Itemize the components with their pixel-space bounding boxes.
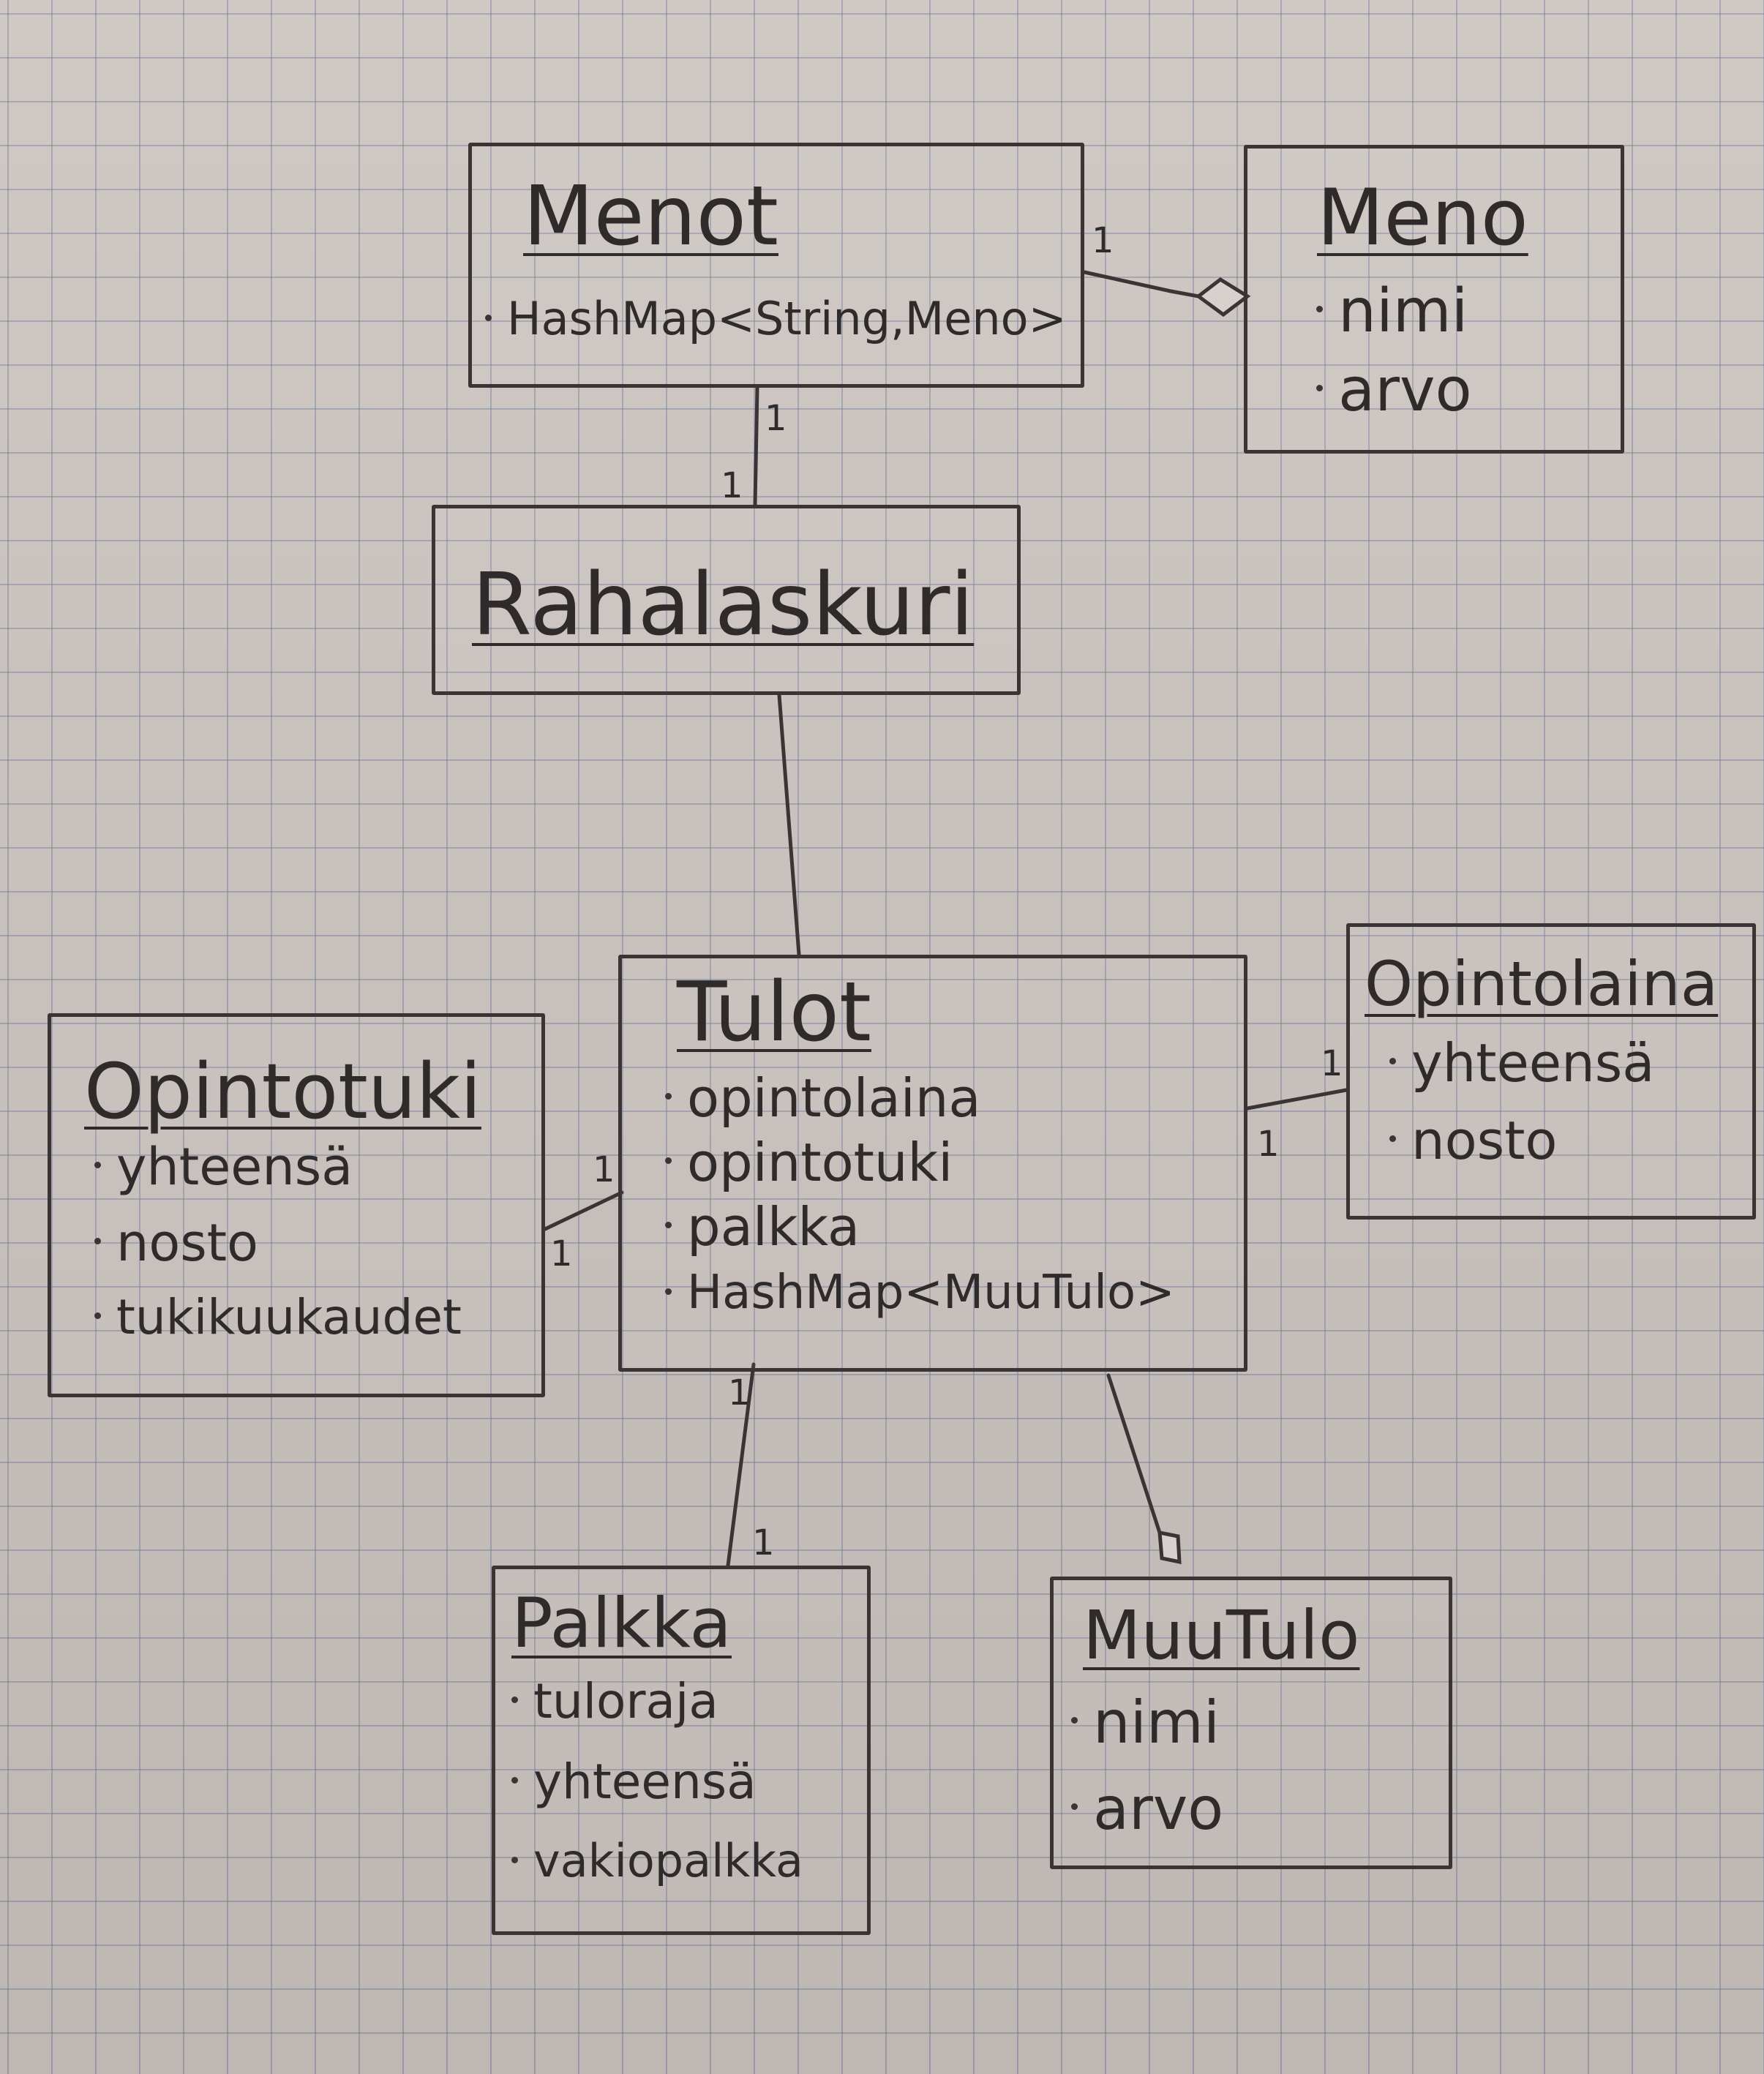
attribute-muutulo-nimi: nimi <box>1068 1694 1223 1752</box>
multiplicity-tulot-opintotuki-right: 1 <box>550 1233 573 1274</box>
link-tulot-opintolaina <box>1245 1088 1348 1111</box>
class-title-menot: Menot <box>523 169 778 264</box>
attribute-palkka-tuloraja: tuloraja <box>508 1677 803 1726</box>
aggregation-diamond-meno <box>1195 277 1251 318</box>
multiplicity-menot-meno: 1 <box>1092 220 1114 261</box>
aggregation-diamond-muutulo <box>1157 1530 1182 1565</box>
link-tulot-palkka <box>726 1362 756 1568</box>
link-tulot-muutulo <box>1106 1373 1162 1535</box>
link-menot-meno <box>1082 270 1201 298</box>
attribute-list-menot: HashMap<String,Meno> <box>482 296 1067 342</box>
class-box-opintolaina: Opintolaina yhteensä nosto <box>1346 923 1756 1220</box>
attribute-palkka-vakiopalkka: vakiopalkka <box>508 1838 803 1884</box>
attribute-tulot-palkka: palkka <box>662 1201 1175 1253</box>
multiplicity-tulot-opintolaina-bottom: 1 <box>1257 1124 1280 1165</box>
attribute-list-muutulo: nimi arvo <box>1068 1694 1223 1838</box>
attribute-list-meno: nimi arvo <box>1313 282 1472 421</box>
multiplicity-tulot-palkka-bottom: 1 <box>752 1522 775 1563</box>
attribute-opintotuki-tukikuukaudet: tukikuukaudet <box>91 1293 462 1342</box>
class-title-opintotuki: Opintotuki <box>84 1047 481 1136</box>
class-box-menot: Menot HashMap<String,Meno> <box>468 143 1084 388</box>
link-rahalaskuri-tulot <box>777 693 801 957</box>
attribute-palkka-yhteensa: yhteensä <box>508 1758 803 1806</box>
attribute-list-opintotuki: yhteensä nosto tukikuukaudet <box>91 1141 462 1342</box>
class-title-muutulo: MuuTulo <box>1083 1596 1360 1675</box>
attribute-meno-arvo: arvo <box>1313 361 1472 421</box>
attribute-muutulo-arvo: arvo <box>1068 1780 1223 1838</box>
class-title-rahalaskuri: Rahalaskuri <box>472 554 975 655</box>
attribute-tulot-opintotuki: opintotuki <box>662 1136 1175 1189</box>
class-title-palkka: Palkka <box>511 1584 732 1664</box>
link-menot-rahalaskuri <box>753 386 759 507</box>
attribute-meno-nimi: nimi <box>1313 282 1472 342</box>
class-box-rahalaskuri: Rahalaskuri <box>432 505 1021 695</box>
attribute-opintotuki-yhteensa: yhteensä <box>91 1141 462 1192</box>
attribute-opintolaina-nosto: nosto <box>1386 1114 1654 1167</box>
attribute-opintotuki-nosto: nosto <box>91 1217 462 1269</box>
multiplicity-menot-rahalaskuri-bottom: 1 <box>721 465 743 506</box>
link-tulot-opintotuki <box>543 1190 624 1231</box>
class-title-meno: Meno <box>1317 173 1528 263</box>
attribute-list-tulot: opintolaina opintotuki palkka HashMap<Mu… <box>662 1072 1175 1316</box>
multiplicity-menot-rahalaskuri-top: 1 <box>765 398 787 439</box>
multiplicity-tulot-opintotuki-left: 1 <box>593 1149 615 1190</box>
attribute-list-palkka: tuloraja yhteensä vakiopalkka <box>508 1677 803 1884</box>
class-box-palkka: Palkka tuloraja yhteensä vakiopalkka <box>492 1566 871 1935</box>
multiplicity-tulot-opintolaina-top: 1 <box>1321 1043 1343 1084</box>
class-box-muutulo: MuuTulo nimi arvo <box>1050 1577 1452 1869</box>
class-box-opintotuki: Opintotuki yhteensä nosto tukikuukaudet <box>48 1013 545 1397</box>
class-title-opintolaina: Opintolaina <box>1365 948 1719 1020</box>
attribute-tulot-opintolaina: opintolaina <box>662 1072 1175 1124</box>
attribute-tulot-hashmap: HashMap<MuuTulo> <box>662 1269 1175 1316</box>
attribute-opintolaina-yhteensa: yhteensä <box>1386 1037 1654 1089</box>
class-title-tulot: Tulot <box>677 965 871 1060</box>
attribute-menot-hashmap: HashMap<String,Meno> <box>482 296 1067 342</box>
class-box-meno: Meno nimi arvo <box>1244 145 1624 454</box>
multiplicity-tulot-palkka-top: 1 <box>728 1372 751 1413</box>
attribute-list-opintolaina: yhteensä nosto <box>1386 1037 1654 1167</box>
class-box-tulot: Tulot opintolaina opintotuki palkka Hash… <box>618 955 1247 1372</box>
